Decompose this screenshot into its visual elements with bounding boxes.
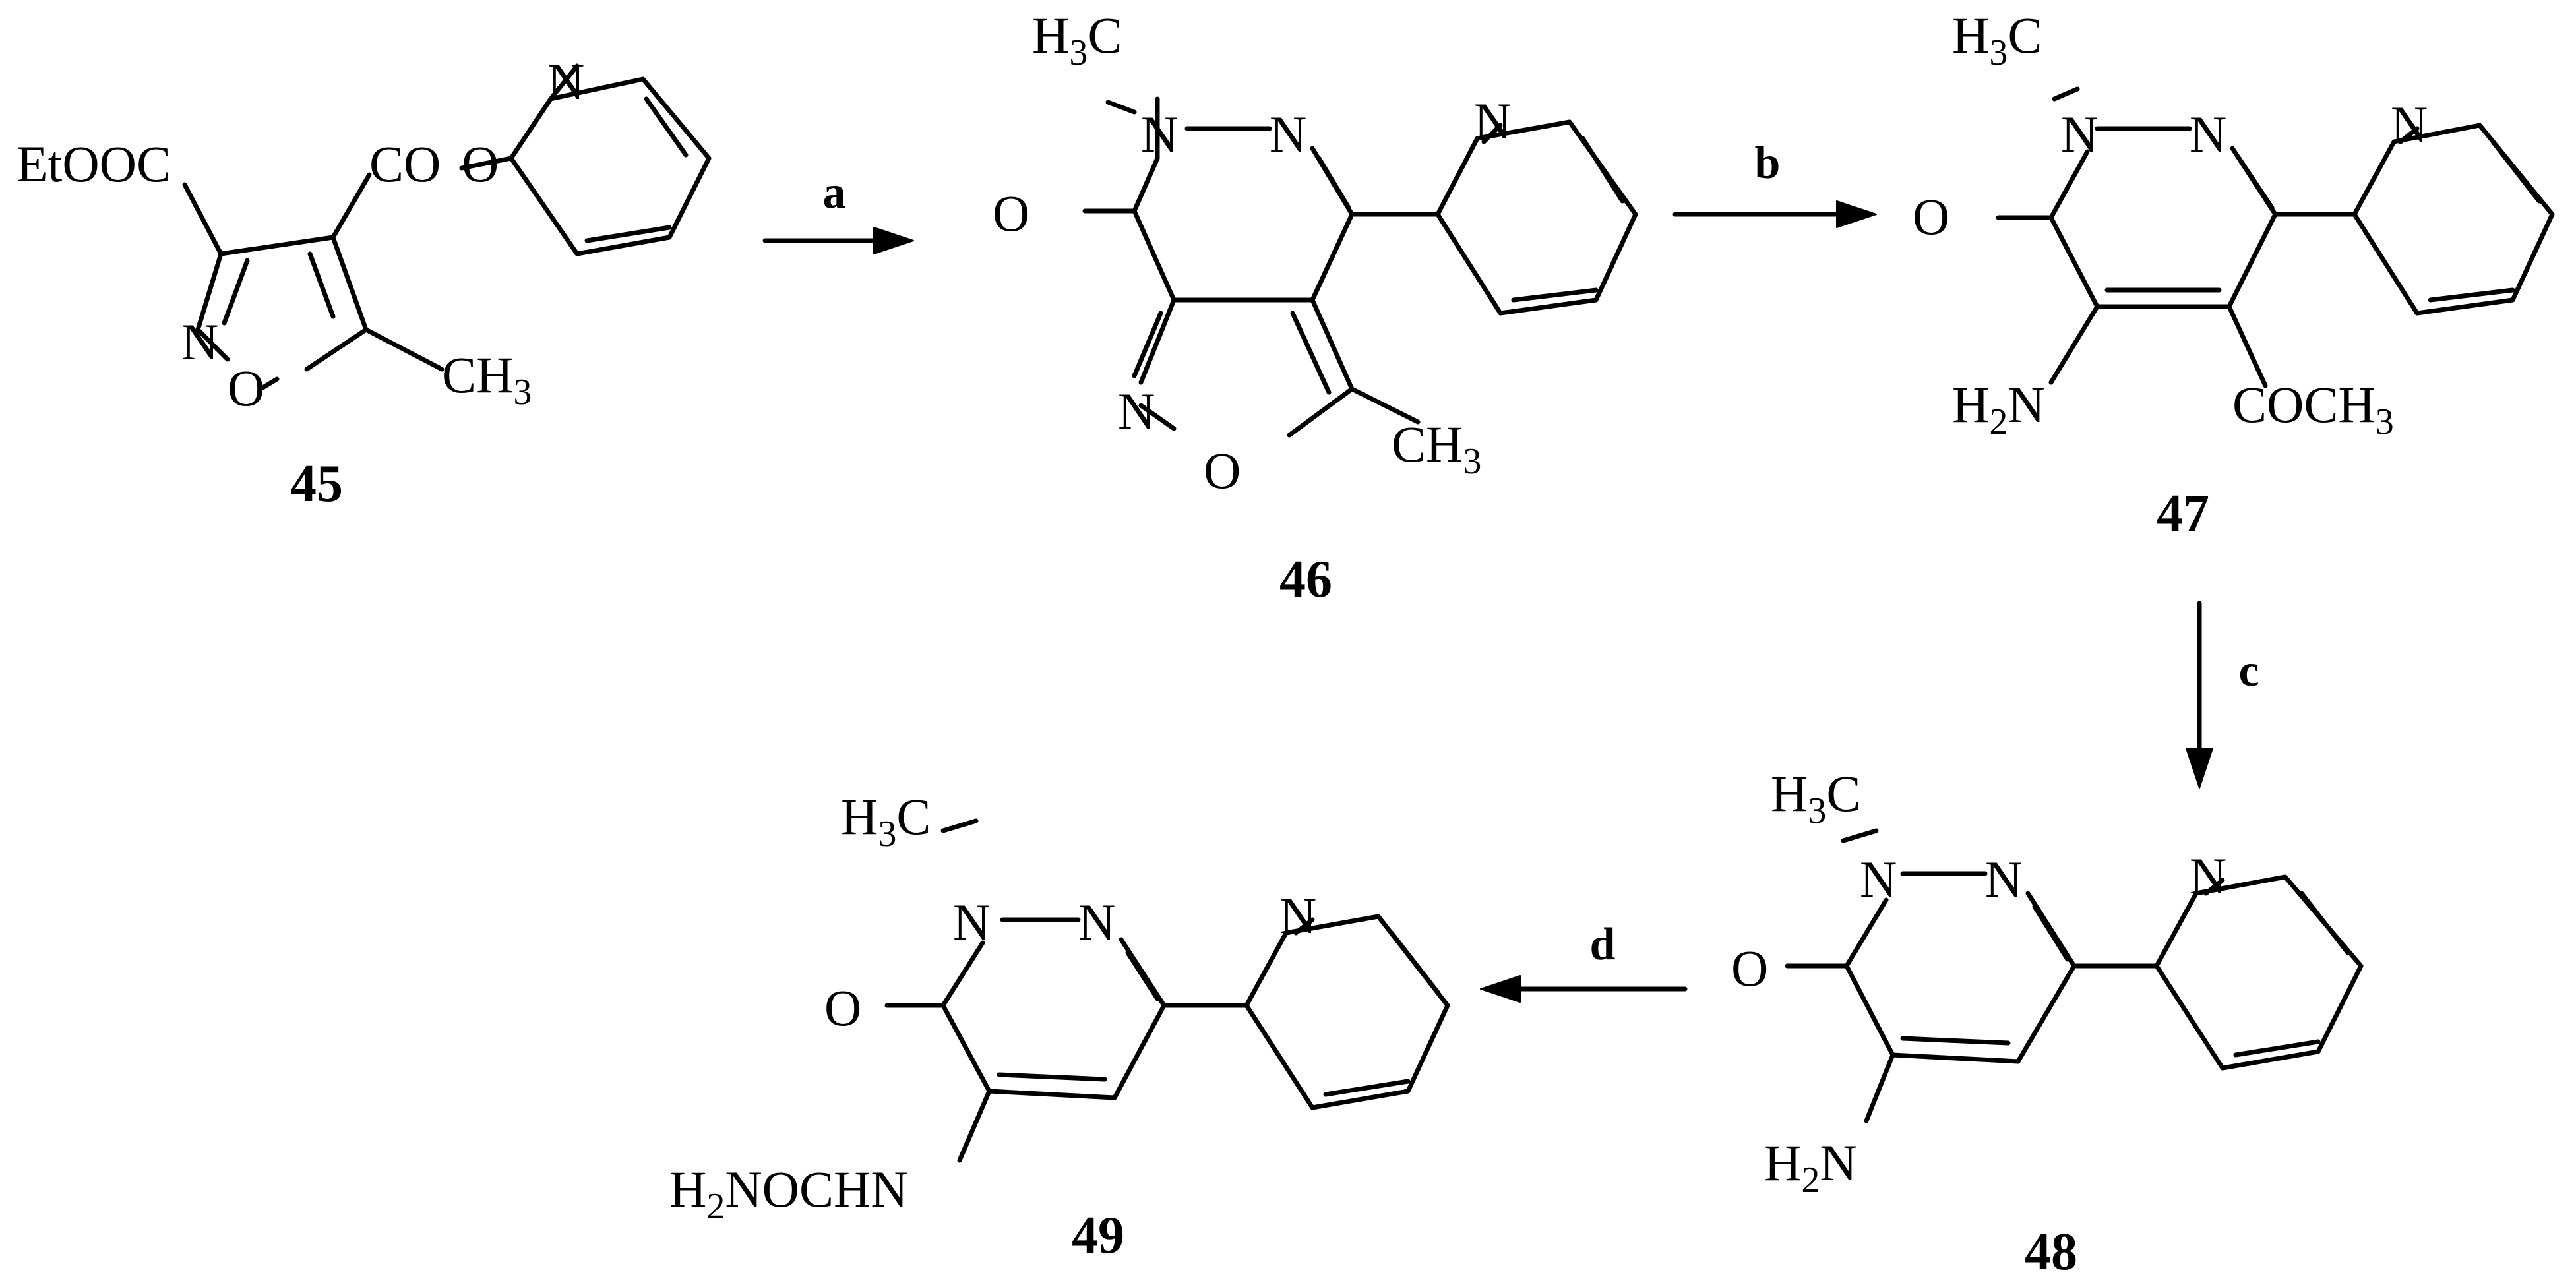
- isoxazole-nitrogen-label: N: [181, 313, 218, 371]
- pyridine-nitrogen-label: N: [2190, 847, 2226, 905]
- amino-label: H2N: [1952, 376, 2045, 442]
- compound-48-structure: [1785, 828, 2364, 1123]
- isoxazole-oxygen-label: O: [1204, 442, 1241, 499]
- carbonyl-label: CO: [369, 135, 441, 193]
- n-methyl-label: H3C: [841, 788, 931, 854]
- step-b-label: b: [1755, 138, 1781, 189]
- pyridazinone-n1-label: N: [953, 893, 990, 951]
- ethyl-ester-label: EtOOC: [16, 135, 171, 193]
- pyridazinone-n1-label: N: [2061, 105, 2098, 163]
- n-methyl-label: H3C: [1771, 765, 1860, 831]
- compound-45-atom-labels: EtOOC CO O N N O CH3: [16, 53, 584, 417]
- pyridine-nitrogen-label: N: [1279, 887, 1316, 944]
- arrow-b: [1672, 200, 1877, 228]
- pyridazinone-n2-label: N: [1985, 851, 2022, 908]
- oxygen-label: O: [462, 135, 499, 193]
- compound-46-structure: [1082, 96, 1638, 438]
- step-a-label: a: [823, 167, 846, 218]
- compound-46-label: 46: [1279, 551, 1332, 609]
- compound-48-label: 48: [2025, 1223, 2077, 1281]
- methyl-label: CH3: [442, 346, 532, 413]
- pyridazinone-n2-label: N: [1078, 893, 1115, 951]
- compound-45-structure: [182, 63, 712, 392]
- acetyl-label: COCH3: [2232, 376, 2394, 442]
- carbonyl-oxygen-label: O: [824, 979, 861, 1036]
- n-methyl-label: H3C: [1032, 7, 1122, 73]
- compound-49-label: 49: [1072, 1207, 1124, 1265]
- carbonyl-oxygen-label: O: [1731, 940, 1768, 997]
- pyridazinone-n1-label: N: [1860, 851, 1897, 908]
- arrow-c: [2186, 601, 2213, 789]
- isoxazole-nitrogen-label: N: [1118, 382, 1155, 440]
- pyridazinone-n2-label: N: [1270, 105, 1306, 163]
- pyridazinone-n1-label: N: [1141, 105, 1178, 163]
- step-c-label: c: [2238, 645, 2259, 696]
- arrow-a: [762, 227, 914, 254]
- carbonyl-oxygen-label: O: [1913, 188, 1949, 245]
- compound-49-structure: [884, 818, 1450, 1163]
- compound-48-atom-labels: H3C N N O N H2N: [1731, 765, 2226, 1201]
- compound-47-atom-labels: H3C N N O N H2N COCH3: [1913, 7, 2428, 442]
- arrow-d: [1480, 975, 1688, 1003]
- compound-47-label: 47: [2157, 485, 2209, 543]
- compound-45-label: 45: [290, 455, 343, 513]
- carbonyl-oxygen-label: O: [993, 185, 1029, 242]
- methyl-label: CH3: [1392, 415, 1481, 482]
- pyridine-nitrogen-label: N: [2391, 96, 2428, 153]
- compound-47-structure: [1996, 86, 2555, 388]
- amino-label: H2N: [1764, 1134, 1857, 1201]
- pyridine-nitrogen-label: N: [547, 53, 584, 110]
- carbamoyloxyamino-label: H2NOCHN: [669, 1160, 908, 1227]
- compound-49-atom-labels: H3C N N O N H2NOCHN: [669, 788, 1316, 1227]
- step-d-label: d: [1590, 919, 1616, 970]
- pyridine-nitrogen-label: N: [1474, 92, 1511, 150]
- compound-46-atom-labels: H3C N N O N N O CH3: [993, 7, 1511, 499]
- n-methyl-label: H3C: [1952, 7, 2042, 73]
- pyridazinone-n2-label: N: [2190, 105, 2226, 163]
- isoxazole-oxygen-label: O: [228, 359, 264, 417]
